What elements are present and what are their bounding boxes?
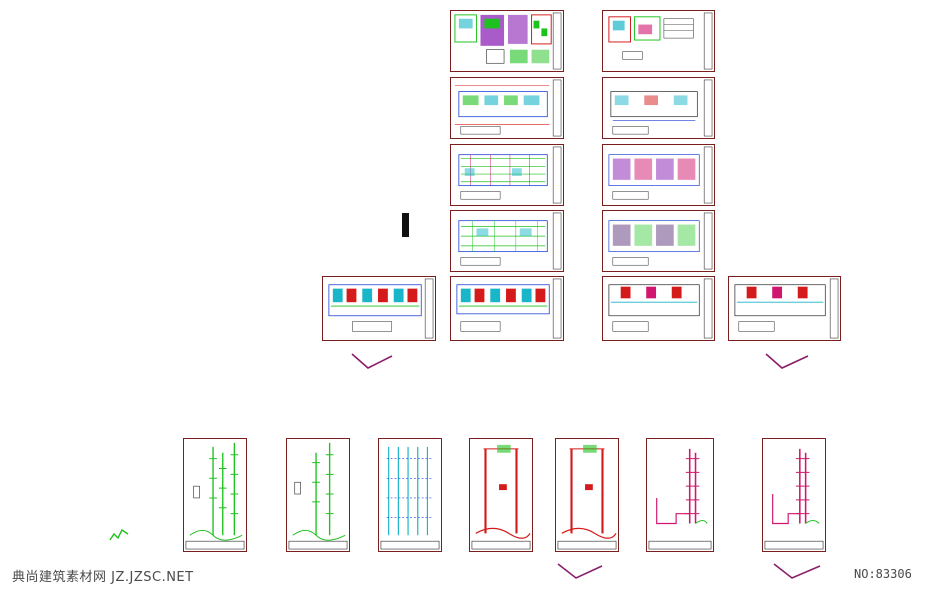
drawing-sheet-b3[interactable] xyxy=(602,144,715,206)
riser-diagram-1[interactable] xyxy=(183,438,247,552)
checkmark-bottom-middle-icon xyxy=(557,563,603,579)
riser-diagram-6[interactable] xyxy=(646,438,714,552)
drawing-sheet-right-plan[interactable] xyxy=(728,276,841,341)
riser-diagram-3[interactable] xyxy=(378,438,442,552)
checkmark-left-icon xyxy=(351,353,393,369)
riser-diagram-5[interactable] xyxy=(555,438,619,552)
drawing-number: NO:83306 xyxy=(854,567,912,581)
drawing-sheet-b2[interactable] xyxy=(602,77,715,139)
black-marker xyxy=(402,213,409,237)
drawing-sheet-b4[interactable] xyxy=(602,210,715,272)
checkmark-right-icon xyxy=(765,353,809,369)
watermark-text: 典尚建筑素材网 JZ.JZSC.NET xyxy=(12,570,194,585)
drawing-sheet-a5[interactable] xyxy=(450,276,564,341)
drawing-sheet-b5[interactable] xyxy=(602,276,715,341)
drawing-sheet-left-plan[interactable] xyxy=(322,276,436,341)
riser-diagram-4[interactable] xyxy=(469,438,533,552)
drawing-sheet-a3[interactable] xyxy=(450,144,564,206)
drawing-sheet-a1[interactable] xyxy=(450,10,564,72)
riser-diagram-2[interactable] xyxy=(286,438,350,552)
green-squiggle-icon xyxy=(109,528,129,541)
drawing-sheet-a2[interactable] xyxy=(450,77,564,139)
drawing-sheet-b1[interactable] xyxy=(602,10,715,72)
checkmark-bottom-right-icon xyxy=(773,563,821,579)
riser-diagram-7[interactable] xyxy=(762,438,826,552)
drawing-sheet-a4[interactable] xyxy=(450,210,564,272)
